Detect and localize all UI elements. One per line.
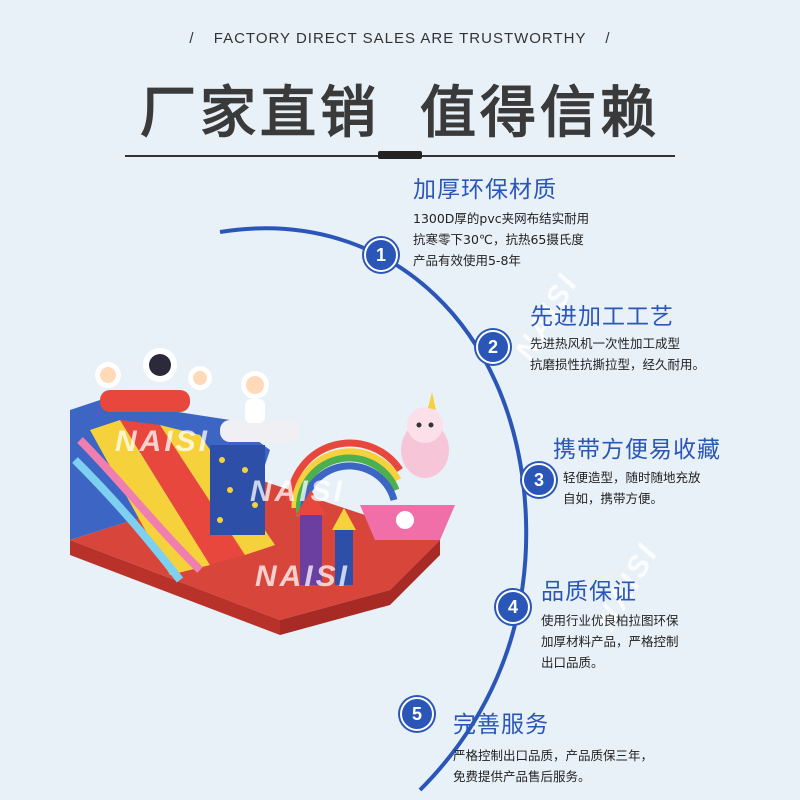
feature-3-description: 轻便造型，随时随地充放 自如，携带方便。: [563, 467, 701, 509]
feature-5-title: 完善服务: [453, 712, 549, 738]
feature-1-title: 加厚环保材质: [413, 177, 557, 203]
feature-2-title: 先进加工工艺: [530, 304, 674, 330]
feature-5-line: 严格控制出口品质，产品质保三年，: [453, 748, 654, 763]
feature-2-number-badge: 2: [476, 330, 510, 364]
feature-4-description: 使用行业优良柏拉图环保 加厚材料产品，严格控制 出口品质。: [541, 610, 679, 673]
feature-3-title: 携带方便易收藏: [553, 437, 721, 463]
feature-5-description: 严格控制出口品质，产品质保三年， 免费提供产品售后服务。: [453, 745, 653, 787]
tagline-text: FACTORY DIRECT SALES ARE TRUSTWORTHY: [213, 30, 587, 47]
feature-4-line: 出口品质。: [541, 655, 604, 670]
inflatable-castle-image: [70, 348, 455, 635]
feature-1-line: 1300D厚的pvc夹网布结实耐用: [413, 211, 590, 226]
feature-4-number-badge: 4: [496, 590, 530, 624]
feature-2-description: 先进热风机一次性加工成型 抗磨损性抗撕拉型，经久耐用。: [530, 333, 705, 375]
watermark: NAISI: [115, 425, 211, 458]
headline: 厂家直销值得信赖: [0, 68, 800, 149]
feature-2-line: 先进热风机一次性加工成型: [530, 336, 681, 351]
feature-4-line: 加厚材料产品，严格控制: [541, 634, 679, 649]
divider-knob: [378, 151, 422, 159]
feature-5-number-badge: 5: [400, 697, 434, 731]
feature-3-line: 自如，携带方便。: [563, 491, 664, 506]
feature-1-number-badge: 1: [364, 238, 398, 272]
tagline-slash-right: /: [605, 30, 611, 47]
tagline-slash-left: /: [189, 30, 195, 47]
feature-1-line: 产品有效使用5-8年: [413, 253, 521, 268]
feature-4-title: 品质保证: [541, 579, 637, 605]
watermark: NAISI: [255, 560, 351, 593]
watermark: NAISI: [250, 475, 346, 508]
feature-3-number-badge: 3: [522, 463, 556, 497]
headline-left: 厂家直销: [140, 81, 380, 146]
headline-right: 值得信赖: [420, 81, 660, 146]
feature-4-line: 使用行业优良柏拉图环保: [541, 613, 679, 628]
feature-2-line: 抗磨损性抗撕拉型，经久耐用。: [530, 357, 706, 372]
feature-3-line: 轻便造型，随时随地充放: [563, 470, 701, 485]
feature-1-line: 抗寒零下30℃，抗热65摄氏度: [413, 232, 584, 247]
feature-5-line: 免费提供产品售后服务。: [453, 769, 591, 784]
feature-1-description: 1300D厚的pvc夹网布结实耐用 抗寒零下30℃，抗热65摄氏度 产品有效使用…: [413, 208, 589, 271]
tagline: / FACTORY DIRECT SALES ARE TRUSTWORTHY /: [0, 30, 800, 47]
